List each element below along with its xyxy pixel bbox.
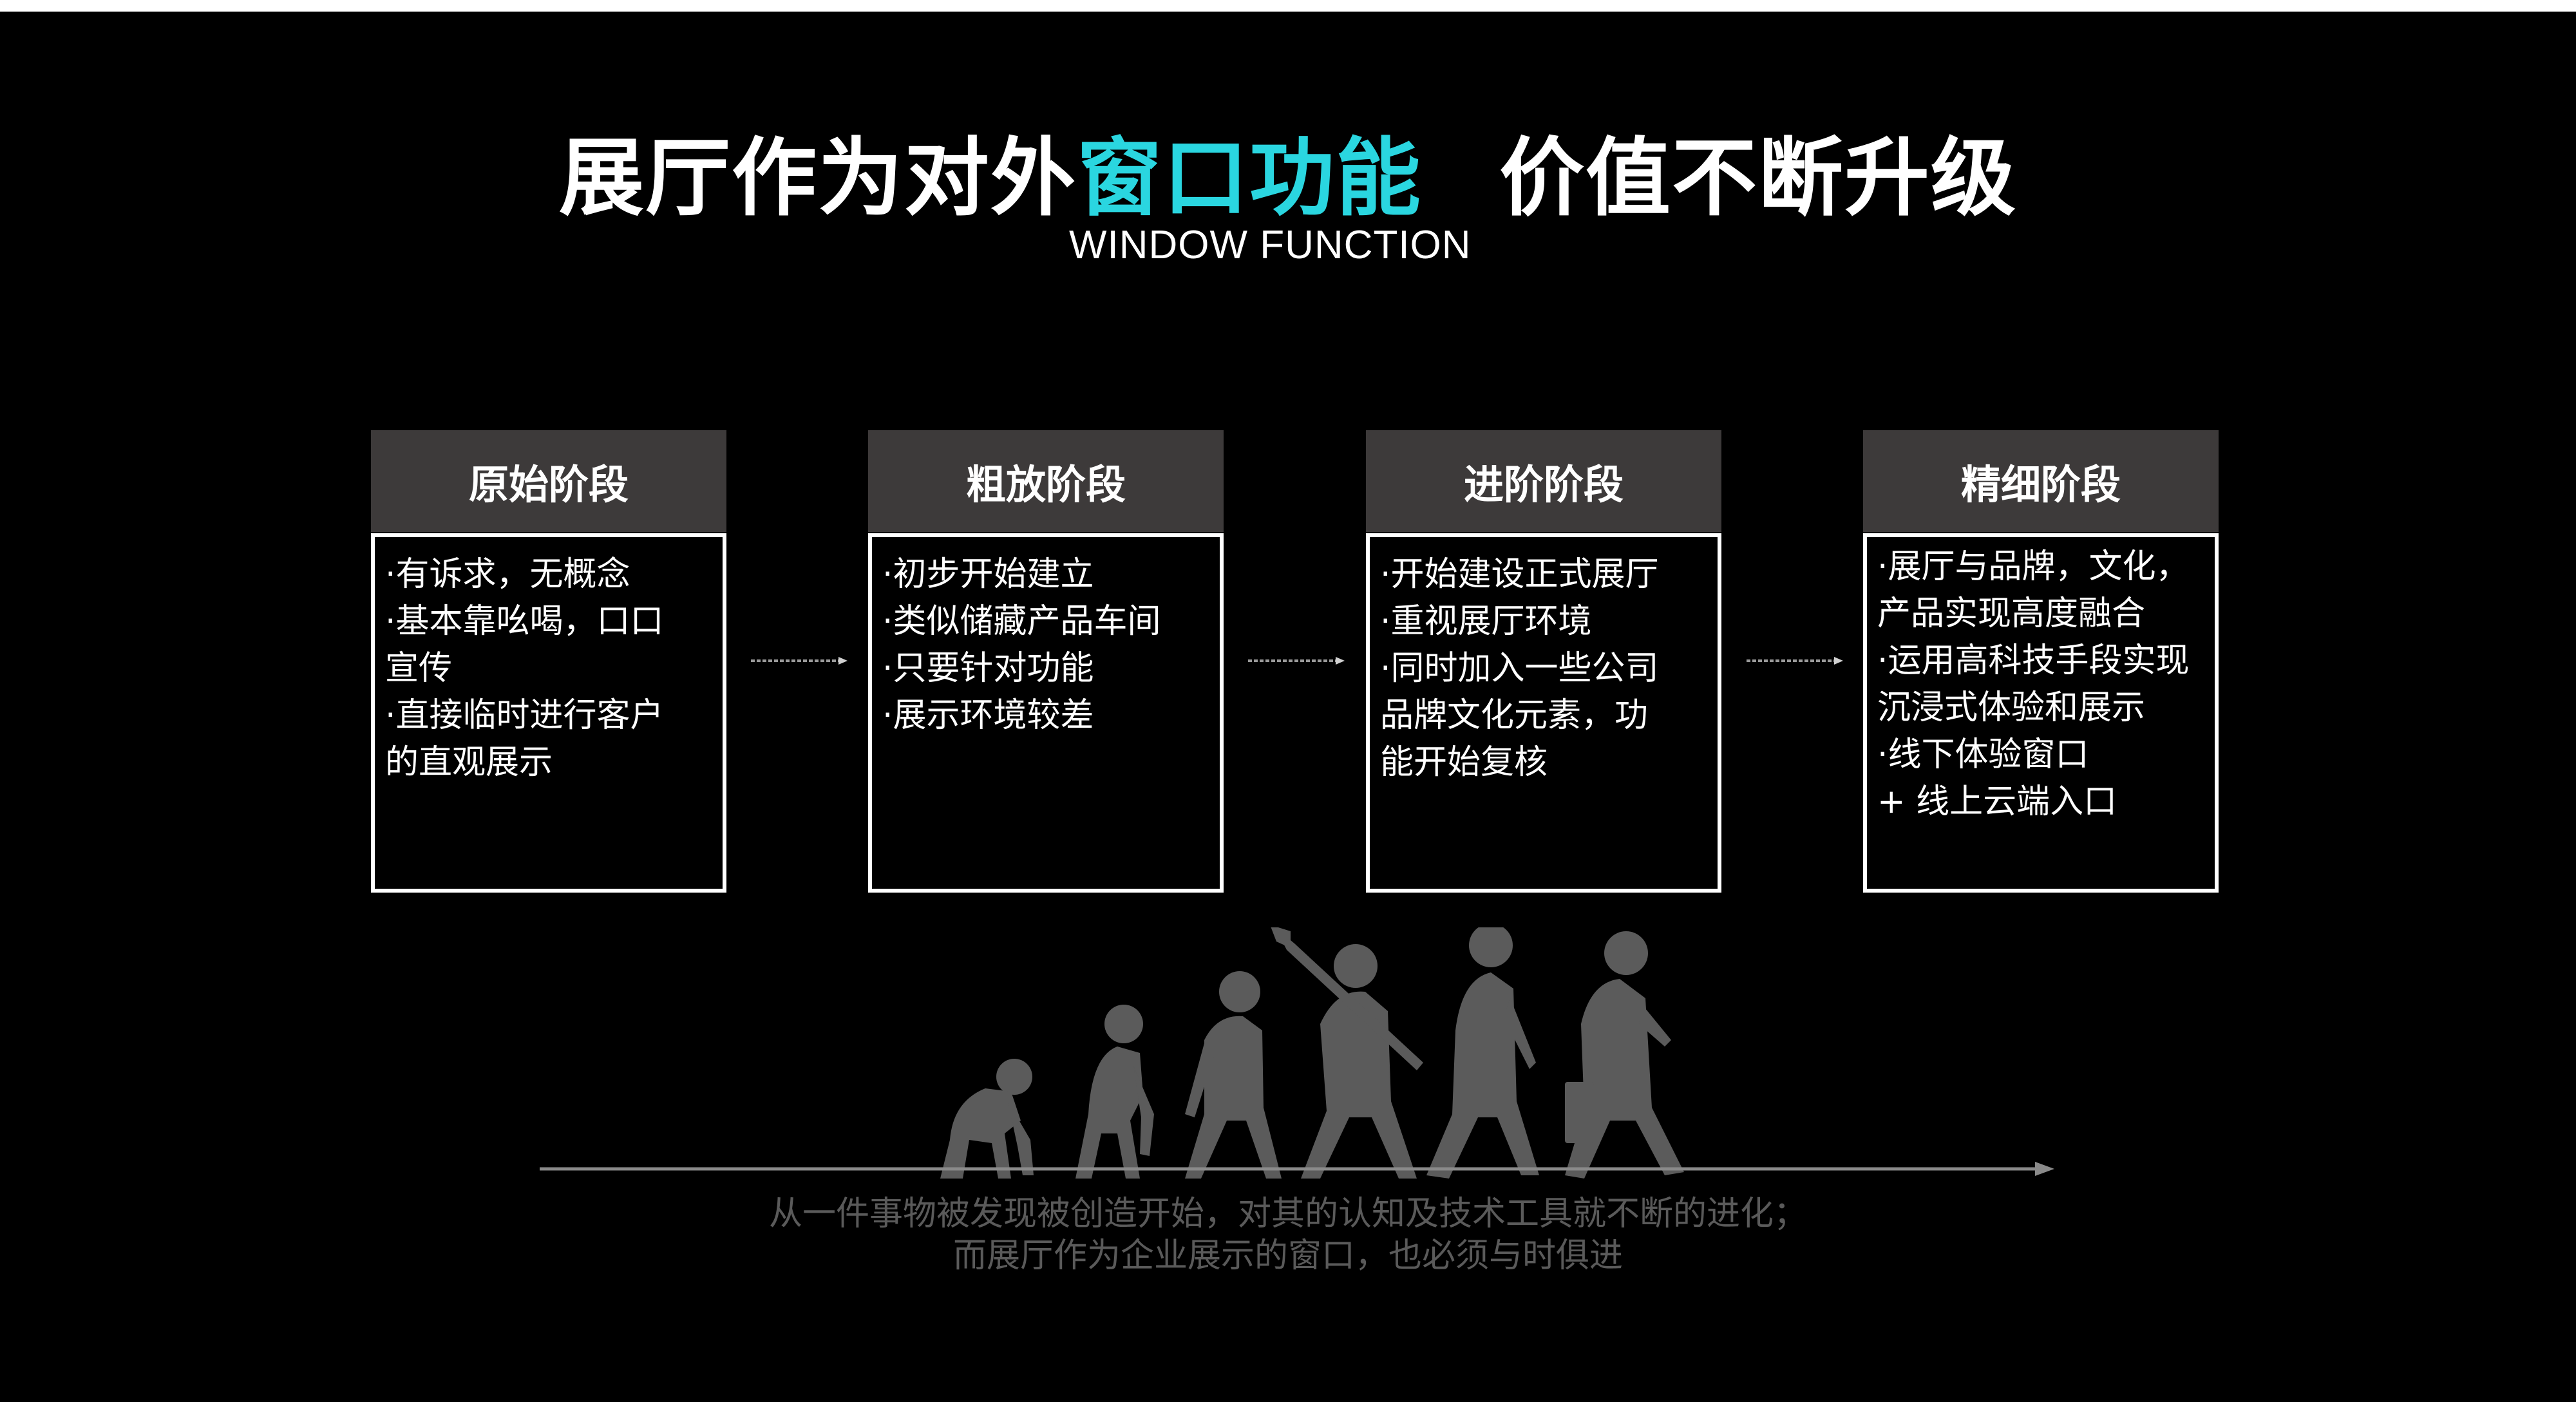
stage-line: ·展厅与品牌，文化， <box>1877 547 2190 586</box>
title-highlight: 窗口功能 <box>1077 128 1422 228</box>
stage-title: 粗放阶段 <box>868 430 1224 532</box>
stage-line: ·线下体验窗口 <box>1877 735 2089 774</box>
evolution-figure-1 <box>940 1059 1034 1179</box>
stage-card-4: 精细阶段 ·展厅与品牌，文化， 产品实现高度融合 ·运用高科技手段实现 沉浸式体… <box>1863 430 2219 893</box>
stage-line: ·只要针对功能 <box>882 649 1094 688</box>
stage-title: 原始阶段 <box>371 430 726 532</box>
stage-line: ·同时加入一些公司 <box>1380 649 1659 688</box>
stage-line: ·直接临时进行客户 <box>385 696 664 735</box>
stage-line: ·运用高科技手段实现 <box>1877 641 2190 680</box>
stage-line: + 线上云端入口 <box>1877 782 2117 821</box>
title-part-2: 价值不断升级 <box>1499 128 2017 228</box>
stage-card-2: 粗放阶段 ·初步开始建立 ·类似储藏产品车间 ·只要针对功能 ·展示环境较差 <box>868 430 1224 893</box>
evolution-figure-6 <box>1565 931 1684 1179</box>
top-border-strip <box>0 0 2576 12</box>
stage-line: ·开始建设正式展厅 <box>1380 555 1659 594</box>
human-evolution-illustration <box>940 927 1684 1179</box>
stage-title: 进阶阶段 <box>1366 430 1721 532</box>
stage-description: ·初步开始建立 ·类似储藏产品车间 ·只要针对功能 ·展示环境较差 <box>868 533 1224 893</box>
stage-title: 精细阶段 <box>1863 430 2219 532</box>
evolution-figure-5 <box>1426 927 1539 1179</box>
stage-line: 能开始复核 <box>1380 743 1548 782</box>
stage-line: 产品实现高度融合 <box>1877 594 2146 633</box>
page-subtitle: WINDOW FUNCTION <box>1069 223 1472 267</box>
stage-description: ·开始建设正式展厅 ·重视展厅环境 ·同时加入一些公司 品牌文化元素，功 能开始… <box>1366 533 1721 893</box>
caption-line-2: 而展厅作为企业展示的窗口，也必须与时俱进 <box>952 1236 1623 1275</box>
stage-line: ·类似储藏产品车间 <box>882 602 1161 641</box>
stage-line: ·初步开始建立 <box>882 555 1094 594</box>
stage-card-1: 原始阶段 ·有诉求，无概念 ·基本靠吆喝，口口 宣传 ·直接临时进行客户 的直观… <box>371 430 726 893</box>
timeline-arrow-icon <box>540 1162 2054 1176</box>
stage-line: 的直观展示 <box>385 743 553 782</box>
right-arrow-icon <box>1747 657 1843 665</box>
right-arrow-icon <box>751 657 848 665</box>
stage-line: 宣传 <box>385 649 453 688</box>
stage-line: 品牌文化元素，功 <box>1380 696 1649 735</box>
evolution-figure-2 <box>1075 1005 1154 1179</box>
right-arrow-icon <box>1248 657 1345 665</box>
evolution-figure-4 <box>1271 927 1423 1179</box>
title-part-1: 展厅作为对外 <box>559 128 1077 228</box>
stage-description: ·有诉求，无概念 ·基本靠吆喝，口口 宣传 ·直接临时进行客户 的直观展示 <box>371 533 726 893</box>
caption-line-1: 从一件事物被发现被创造开始，对其的认知及技术工具就不断的进化； <box>768 1195 1807 1233</box>
page-title: 展厅作为对外 窗口功能 价值不断升级 <box>0 122 2576 228</box>
stage-line: ·展示环境较差 <box>882 696 1094 735</box>
stage-description: ·展厅与品牌，文化， 产品实现高度融合 ·运用高科技手段实现 沉浸式体验和展示 … <box>1863 533 2219 893</box>
stage-line: 沉浸式体验和展示 <box>1877 688 2146 727</box>
stage-line: ·重视展厅环境 <box>1380 602 1592 641</box>
stage-card-3: 进阶阶段 ·开始建设正式展厅 ·重视展厅环境 ·同时加入一些公司 品牌文化元素，… <box>1366 430 1721 893</box>
stage-line: ·基本靠吆喝，口口 <box>385 602 664 641</box>
evolution-figure-3 <box>1185 971 1282 1179</box>
stage-line: ·有诉求，无概念 <box>385 555 630 594</box>
